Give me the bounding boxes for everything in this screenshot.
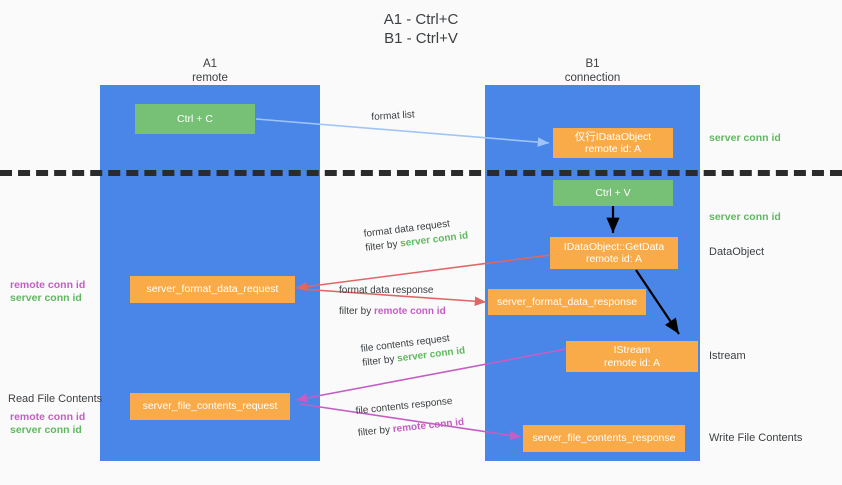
lane-header-a1: A1 remote — [192, 58, 228, 84]
label-filter-prefix: filter by — [339, 306, 375, 317]
box-server-format-data-response[interactable]: server_format_data_response — [488, 289, 646, 315]
caption-write-file-contents: Write File Contents — [709, 432, 803, 444]
label-filter-prefix: filter by — [364, 238, 401, 254]
caption-server-conn-id-second: server conn id — [709, 211, 781, 223]
box-server-file-contents-request[interactable]: server_file_contents_request — [130, 393, 290, 420]
box-istream[interactable]: IStream remote id: A — [566, 341, 698, 372]
box-ctrl-c[interactable]: Ctrl + C — [135, 104, 255, 134]
caption-dataobject: DataObject — [709, 246, 765, 258]
caption-istream: Istream — [709, 350, 746, 362]
caption-read-file-contents: Read File Contents — [8, 393, 103, 405]
caption-server-conn-id-upper: server conn id — [10, 292, 82, 304]
phase-divider — [0, 170, 842, 176]
box-server-file-contents-response[interactable]: server_file_contents_response — [523, 425, 685, 452]
label-format-data-request-group: format data request filter by server con… — [363, 215, 469, 255]
label-format-list: format list — [371, 109, 415, 123]
caption-remote-conn-id-upper: remote conn id — [10, 279, 86, 291]
label-filter-key-remote-conn-id: remote conn id — [374, 306, 446, 317]
lane-header-b1: B1 connection — [564, 58, 621, 84]
label-file-contents-request-group: file contents request filter by server c… — [360, 330, 466, 370]
label-filter-key-remote-conn-id: remote conn id — [392, 416, 465, 436]
box-idataobject[interactable]: 仅行IDataObject remote id: A — [553, 128, 673, 158]
label-format-data-response: format data response — [339, 285, 434, 296]
label-file-contents-response-filter: filter by remote conn id — [357, 416, 465, 441]
label-filter-prefix: filter by — [357, 424, 394, 439]
label-filter-prefix: filter by — [361, 353, 398, 369]
label-file-contents-response: file contents response — [355, 395, 454, 417]
label-format-data-response-filter: filter by remote conn id — [339, 305, 446, 319]
box-ctrl-v[interactable]: Ctrl + V — [553, 180, 673, 206]
box-server-format-data-request[interactable]: server_format_data_request — [130, 276, 295, 303]
caption-server-conn-id-lower: server conn id — [10, 424, 82, 436]
caption-server-conn-id-top: server conn id — [709, 132, 781, 144]
box-idataobject-getdata[interactable]: IDataObject::GetData remote id: A — [550, 237, 678, 269]
label-file-contents-response-group: file contents response filter by remote … — [355, 394, 465, 441]
label-format-data-response-group: format data response filter by remote co… — [339, 284, 446, 319]
page-title: A1 - Ctrl+C B1 - Ctrl+V — [383, 11, 459, 47]
caption-remote-conn-id-lower: remote conn id — [10, 411, 86, 423]
